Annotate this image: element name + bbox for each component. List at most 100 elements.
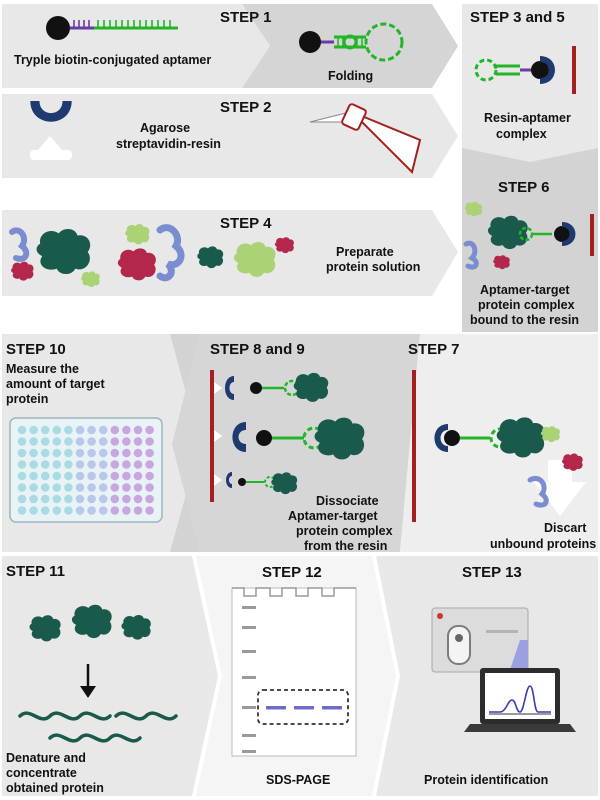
well [122,460,131,469]
well [64,506,73,515]
well [75,425,85,435]
step4-label-2: protein solution [326,260,420,274]
dissociated-complex-icon-2 [256,417,365,460]
well [98,506,108,515]
well [29,506,38,515]
well [122,437,131,446]
ladder-band [242,706,256,709]
well [145,471,154,481]
step12-panel: STEP 12 SDS-PAGE [196,556,396,796]
well [145,460,154,469]
well [98,471,108,481]
well [87,448,96,458]
step2-label-1: Agarose [140,121,190,135]
well [17,460,27,469]
well [29,460,38,469]
step11-label-3: obtained protein [6,781,104,795]
protein-mixture-icon [9,224,294,288]
step89-label-1: Dissociate [316,494,379,508]
well [87,506,96,515]
ladder-band [242,626,256,629]
dissociated-complex-icon-3 [238,472,298,495]
well [98,483,108,492]
well [29,483,38,492]
step13-title: STEP 13 [462,564,522,581]
step4-panel: STEP 4 Preparate protein solution [2,210,458,296]
folded-aptamer-icon [299,22,404,62]
well [145,448,154,458]
well [133,506,143,515]
well [75,483,85,492]
dissociated-complex-icon-1 [250,372,329,402]
well [98,448,108,458]
step6-label-1: Aptamer-target [480,283,570,297]
well [122,494,131,504]
step2-label-2: streptavidin-resin [116,137,221,151]
well [17,471,27,481]
bound-complex-icon [463,201,594,270]
step1-sublabel: Folding [328,69,373,83]
well [122,448,131,458]
well [75,448,85,458]
well [52,460,62,469]
well [64,471,73,481]
well [133,471,143,481]
step7-label-2: unbound proteins [490,537,596,551]
well [122,471,131,481]
well [133,448,143,458]
step11-title: STEP 11 [6,563,65,580]
well [145,425,154,435]
ladder-band [242,750,256,753]
step6-title: STEP 6 [498,179,549,196]
well [110,437,120,446]
well [29,437,38,446]
well [40,448,50,458]
well [17,483,27,492]
well [87,460,96,469]
well [145,483,154,492]
well [87,494,96,504]
resin-aptamer-icon [474,46,576,94]
step35-panel: STEP 3 and 5 Resin-aptamer complex [462,4,598,148]
well [75,437,85,446]
well [52,471,62,481]
target-band-box [257,689,349,725]
well [133,483,143,492]
step12-title: STEP 12 [262,564,322,581]
well [87,437,96,446]
step11-label-2: concentrate [6,766,77,780]
well [52,483,62,492]
well [110,448,120,458]
well [52,437,62,446]
down-arrow-icon [80,664,96,698]
resin-wall [210,370,214,502]
well [110,460,120,469]
well [133,494,143,504]
well [110,483,120,492]
well [40,483,50,492]
ladder-band [242,734,256,737]
step7-resin-wall [412,370,416,522]
well-grid [17,425,154,515]
step13-panel: STEP 13 Protein identification [376,556,598,796]
step7-title: STEP 7 [408,341,459,358]
well-plate-icon [9,417,163,523]
step35-label-1: Resin-aptamer [484,111,571,125]
captured-complex-icon [434,417,545,458]
step7-label-1: Discart [544,521,587,535]
ladder-band [242,676,256,679]
well [17,448,27,458]
well [64,460,73,469]
well [110,425,120,435]
discard-arrow-icon [527,426,586,516]
step4-title: STEP 4 [220,215,272,232]
well [145,437,154,446]
step1-label: Tryple biotin-conjugated aptamer [14,53,211,67]
well [29,494,38,504]
biotin-aptamer-icon [46,16,178,40]
well [17,506,27,515]
well [110,471,120,481]
step12-label: SDS-PAGE [266,773,330,787]
step6-label-3: bound to the resin [470,313,579,327]
well [75,494,85,504]
